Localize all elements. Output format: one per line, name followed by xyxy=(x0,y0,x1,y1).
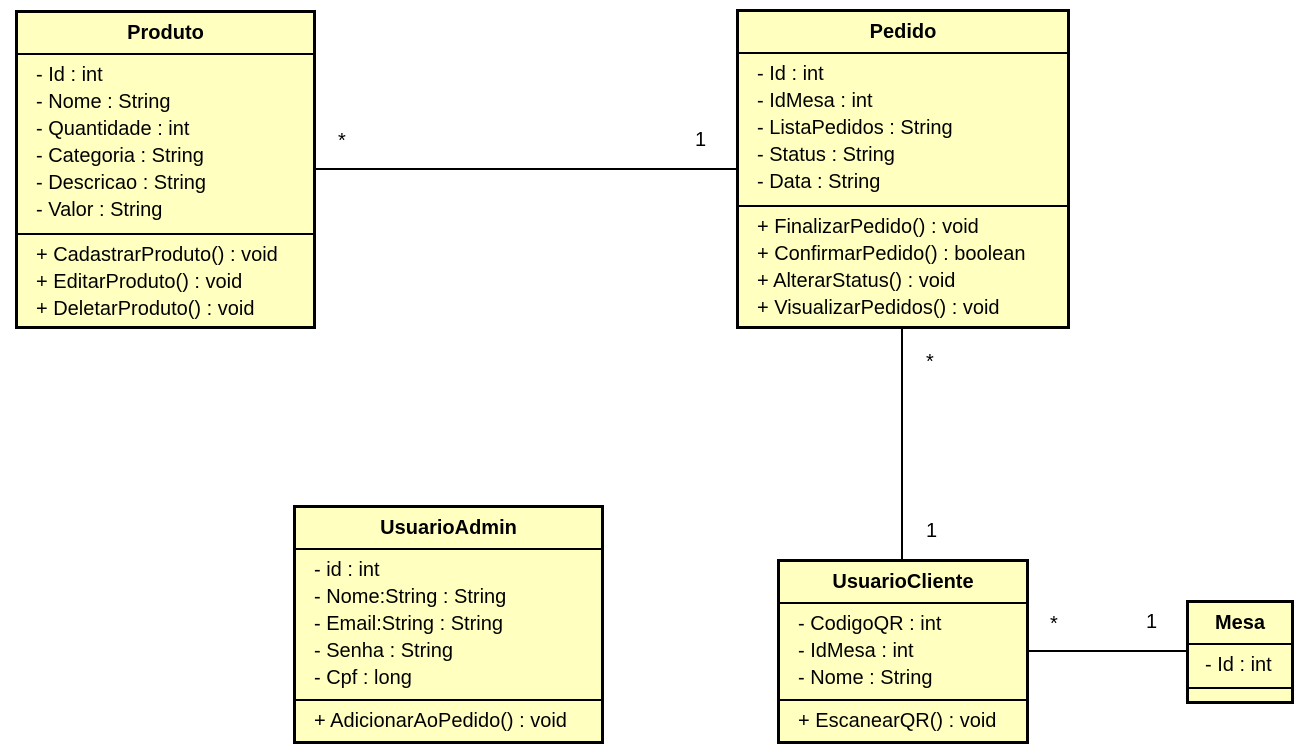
multiplicity-cliente-mesa: * xyxy=(1050,613,1058,635)
operations-section: + EscanearQR() : void xyxy=(780,699,1026,744)
class-usuario-admin[interactable]: UsuarioAdmin - id : int - Nome:String : … xyxy=(293,505,604,744)
class-usuario-cliente[interactable]: UsuarioCliente - CodigoQR : int - IdMesa… xyxy=(777,559,1029,744)
attribute: - Status : String xyxy=(757,144,895,166)
attribute: - Cpf : long xyxy=(314,667,412,689)
class-pedido[interactable]: Pedido - Id : int - IdMesa : int - Lista… xyxy=(736,9,1070,329)
operation: + EscanearQR() : void xyxy=(798,710,997,732)
attribute: - Id : int xyxy=(36,64,103,86)
operations-section: + CadastrarProduto() : void + EditarProd… xyxy=(18,233,313,332)
operation: + CadastrarProduto() : void xyxy=(36,244,278,266)
class-name: UsuarioAdmin xyxy=(296,508,601,550)
attribute: - Valor : String xyxy=(36,199,163,221)
class-name: UsuarioCliente xyxy=(780,562,1026,604)
operations-section xyxy=(1189,687,1291,703)
class-name: Mesa xyxy=(1189,603,1291,645)
attribute: - Senha : String xyxy=(314,640,453,662)
attributes-section: - id : int - Nome:String : String - Emai… xyxy=(296,550,601,699)
operation: + VisualizarPedidos() : void xyxy=(757,297,1000,319)
attribute: - ListaPedidos : String xyxy=(757,117,953,139)
attribute: - Data : String xyxy=(757,171,881,193)
attribute: - Nome:String : String xyxy=(314,586,507,608)
attribute: - Nome : String xyxy=(798,667,933,689)
attribute: - IdMesa : int xyxy=(757,90,873,112)
attribute: - Descricao : String xyxy=(36,172,207,194)
attributes-section: - Id : int - Nome : String - Quantidade … xyxy=(18,55,313,233)
attributes-section: - Id : int xyxy=(1189,645,1291,687)
class-name: Pedido xyxy=(739,12,1067,54)
operation: + EditarProduto() : void xyxy=(36,271,243,293)
attributes-section: - CodigoQR : int - IdMesa : int - Nome :… xyxy=(780,604,1026,699)
multiplicity-produto: * xyxy=(338,130,346,152)
operations-section: + AdicionarAoPedido() : void xyxy=(296,699,601,744)
attribute: - Id : int xyxy=(757,63,824,85)
operation: + DeletarProduto() : void xyxy=(36,298,255,320)
attribute: - Categoria : String xyxy=(36,145,204,167)
multiplicity-cliente-pedido: 1 xyxy=(926,520,938,542)
multiplicity-pedido-cliente: * xyxy=(926,351,934,373)
multiplicity-mesa: 1 xyxy=(1146,611,1158,633)
operation: + AlterarStatus() : void xyxy=(757,270,956,292)
multiplicity-pedido-produto: 1 xyxy=(695,129,707,151)
attribute: - IdMesa : int xyxy=(798,640,914,662)
operation: + AdicionarAoPedido() : void xyxy=(314,710,567,732)
class-produto[interactable]: Produto - Id : int - Nome : String - Qua… xyxy=(15,10,316,329)
operation: + ConfirmarPedido() : boolean xyxy=(757,243,1026,265)
attribute: - Id : int xyxy=(1205,654,1272,676)
class-mesa[interactable]: Mesa - Id : int xyxy=(1186,600,1294,704)
attribute: - Nome : String xyxy=(36,91,171,113)
operation: + FinalizarPedido() : void xyxy=(757,216,979,238)
operations-section: + FinalizarPedido() : void + ConfirmarPe… xyxy=(739,205,1067,331)
attribute: - CodigoQR : int xyxy=(798,613,942,635)
attribute: - id : int xyxy=(314,559,380,581)
attribute: - Email:String : String xyxy=(314,613,503,635)
attributes-section: - Id : int - IdMesa : int - ListaPedidos… xyxy=(739,54,1067,205)
attribute: - Quantidade : int xyxy=(36,118,190,140)
class-name: Produto xyxy=(18,13,313,55)
